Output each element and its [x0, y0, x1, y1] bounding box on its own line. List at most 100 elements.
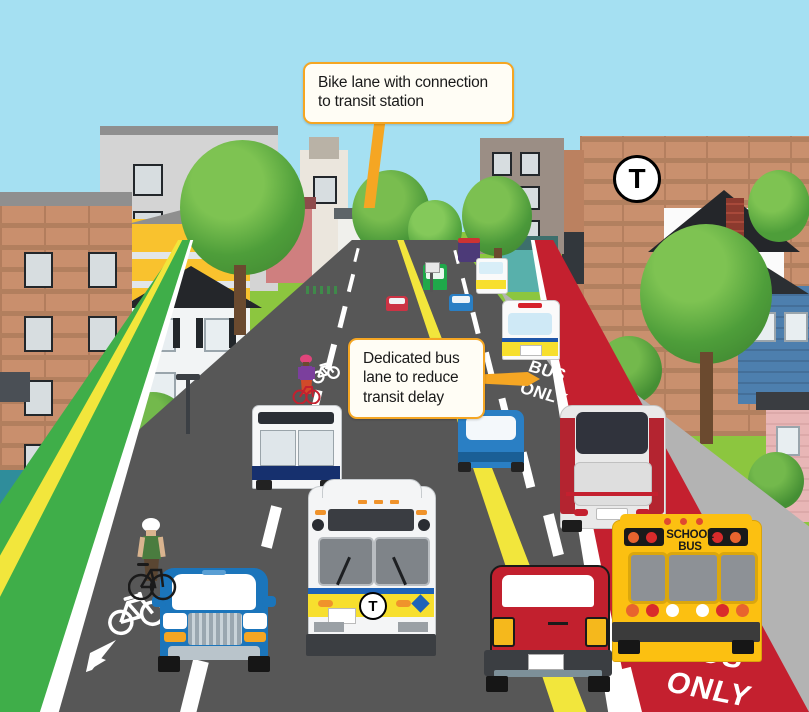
bumper-vent — [314, 622, 344, 632]
bumper-trim — [494, 670, 602, 677]
callout-line-1: Bike lane with connection — [318, 74, 488, 91]
vehicle-stripe-blue — [308, 588, 434, 594]
headlight — [418, 519, 430, 531]
tire — [256, 480, 272, 490]
window — [24, 252, 53, 288]
cyclist-foreground — [127, 515, 178, 603]
building-pink-house-roof — [756, 392, 809, 410]
stop-lamp — [646, 532, 657, 543]
turn-signal — [244, 632, 266, 642]
window — [133, 164, 163, 196]
vehicle-bumper — [612, 622, 760, 642]
tail-light — [646, 604, 659, 617]
windshield — [374, 537, 430, 586]
tire — [458, 462, 471, 472]
window-shutter — [229, 318, 236, 348]
vehicle-stripe-blue — [502, 338, 558, 342]
fence-rail — [306, 286, 340, 294]
stop-lamp — [712, 532, 723, 543]
school-bus-label: SCHOOL BUS — [666, 529, 714, 553]
vehicle-rear-window — [666, 552, 720, 604]
vehicle-distant-purple-bus — [458, 240, 480, 262]
vehicle-roof-red — [458, 238, 480, 243]
tree-canopy — [640, 224, 772, 364]
tail-light — [736, 604, 749, 617]
tail-light — [585, 617, 608, 647]
coach-bus-side-red-left — [560, 418, 575, 514]
bus-stop-sign — [430, 268, 433, 292]
window — [24, 316, 53, 352]
rear-wiper — [548, 622, 568, 625]
cyclist-midground — [292, 352, 322, 405]
tree-canopy — [748, 170, 809, 242]
tail-light — [716, 604, 729, 617]
lane-dash — [615, 666, 645, 712]
tire — [486, 676, 508, 692]
reverse-light — [696, 604, 709, 617]
headlight — [243, 613, 267, 629]
windshield — [172, 574, 256, 610]
tree-trunk — [700, 352, 713, 444]
callout-line-3: transit delay — [363, 388, 444, 406]
roof-marker-light — [390, 500, 399, 504]
tire — [158, 656, 180, 672]
street-light-pole — [186, 378, 190, 434]
bike-lane-callout[interactable]: Bike lane with connection to transit sta… — [303, 62, 514, 124]
vehicle-stripe-navy — [252, 466, 340, 480]
vehicle-window — [479, 262, 503, 274]
directional-arrow-marking — [78, 636, 122, 674]
side-mirror — [262, 596, 276, 607]
vehicle-rear-panel — [574, 462, 652, 506]
marker-light — [396, 600, 411, 607]
license-plate — [520, 345, 542, 356]
tire — [618, 640, 640, 654]
tire — [732, 640, 754, 654]
mbta-t-logo-bus: T — [359, 592, 387, 620]
vehicle-stripe-yellow — [476, 280, 506, 289]
reverse-light — [666, 604, 679, 617]
stop-lamp — [628, 532, 639, 543]
vehicle-window — [260, 430, 296, 466]
roof-marker-light — [696, 518, 703, 525]
tire — [511, 462, 524, 472]
license-plate — [528, 654, 564, 670]
bus-lane-callout[interactable]: Dedicated bus lane to reduce transit del… — [348, 338, 485, 420]
vehicle-rear-window — [718, 552, 758, 604]
tire — [562, 520, 582, 532]
tire — [588, 676, 610, 692]
bus-roof-dome — [322, 479, 422, 498]
vehicle-bumper — [306, 634, 436, 656]
vehicle-window — [258, 412, 334, 424]
vehicle-window — [426, 268, 444, 279]
roof-marker-light — [358, 500, 367, 504]
vehicle-rear-window — [576, 412, 648, 454]
vehicle-window — [298, 430, 334, 466]
window — [88, 252, 117, 288]
headlight — [312, 519, 324, 531]
corner-light — [416, 510, 427, 515]
side-mirror — [152, 596, 166, 607]
vehicle-rear-window — [502, 575, 594, 607]
roof-marker-light — [680, 518, 687, 525]
vehicle-bumper — [458, 452, 524, 462]
lane-dash — [470, 311, 481, 335]
window — [784, 312, 808, 342]
tree-trunk — [234, 265, 246, 335]
vehicle-bumper — [168, 646, 260, 660]
mbta-t-logo: T — [613, 155, 661, 203]
callout-line-2: lane to reduce — [363, 369, 459, 387]
coach-bus-side-red-right — [649, 418, 664, 514]
window — [776, 426, 800, 456]
turn-signal — [164, 632, 186, 642]
tail-light — [574, 509, 588, 516]
vehicle-window — [466, 416, 516, 440]
street-light-head — [176, 374, 200, 380]
corner-light — [315, 510, 326, 515]
roof-marker-light — [374, 500, 383, 504]
window-shutter — [196, 318, 203, 348]
window-shutter — [173, 318, 180, 348]
destination-sign — [328, 509, 414, 531]
building-brick-apartment-cornice — [0, 192, 132, 206]
vehicle-window — [508, 313, 552, 335]
